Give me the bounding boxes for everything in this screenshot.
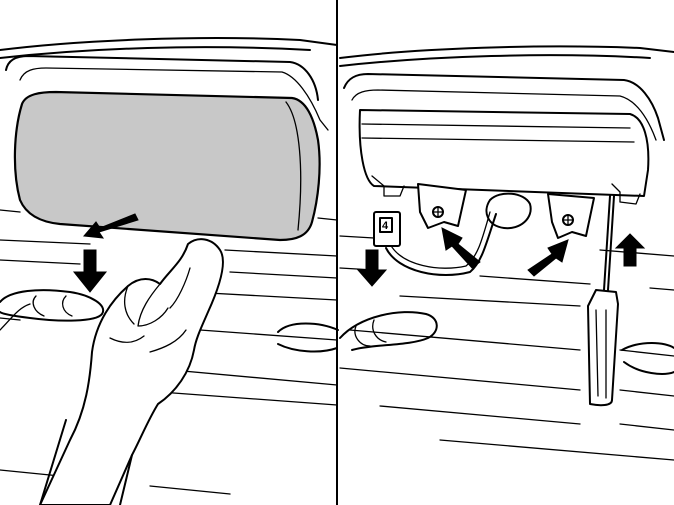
hand-illustration <box>39 238 224 505</box>
headliner-line-r6 <box>379 405 674 431</box>
headliner-line-7 <box>159 391 338 406</box>
pull-arrow-diagonal <box>83 213 139 239</box>
arrow-screwdriver-up <box>614 233 646 267</box>
right-panel: 4 <box>277 45 674 461</box>
mounting-bracket-left <box>417 183 467 229</box>
grab-handle-right-1 <box>339 311 438 351</box>
headliner-line-r1 <box>339 235 674 257</box>
arrow-release-left <box>441 227 481 269</box>
pull-arrow-down <box>72 249 108 293</box>
headliner-line-1 <box>0 209 338 221</box>
hand-cuff-line <box>39 419 133 505</box>
arrow-release-right <box>527 239 569 277</box>
trim-edge-right <box>343 73 665 141</box>
headliner-line-r7 <box>439 439 674 461</box>
connector-label: 4 <box>382 220 389 232</box>
electrical-connector: 4 <box>373 211 401 247</box>
headliner-line-2 <box>0 239 338 257</box>
trim-inner-right <box>351 89 657 141</box>
roof-outline-right <box>339 45 674 67</box>
arrow-connector-down <box>356 249 388 287</box>
headliner-line-r4 <box>349 329 674 357</box>
lamp-housing <box>358 109 650 205</box>
lamp-lens <box>13 90 321 242</box>
headliner-line-r3 <box>399 295 581 307</box>
grab-handle-left <box>0 289 105 331</box>
mounting-bracket-right <box>547 193 595 239</box>
wire-harness-2 <box>389 211 491 269</box>
screwdriver <box>587 195 619 407</box>
headliner-line-r5 <box>339 367 674 397</box>
trim-inner-left <box>19 67 329 131</box>
grab-handle-right-2 <box>277 322 674 375</box>
headliner-line-r2 <box>339 267 674 291</box>
roof-outline-left <box>0 37 338 59</box>
trim-edge-left <box>5 55 319 101</box>
headliner-line-3 <box>0 259 338 279</box>
wire-harness <box>385 213 497 276</box>
left-panel <box>0 37 338 505</box>
